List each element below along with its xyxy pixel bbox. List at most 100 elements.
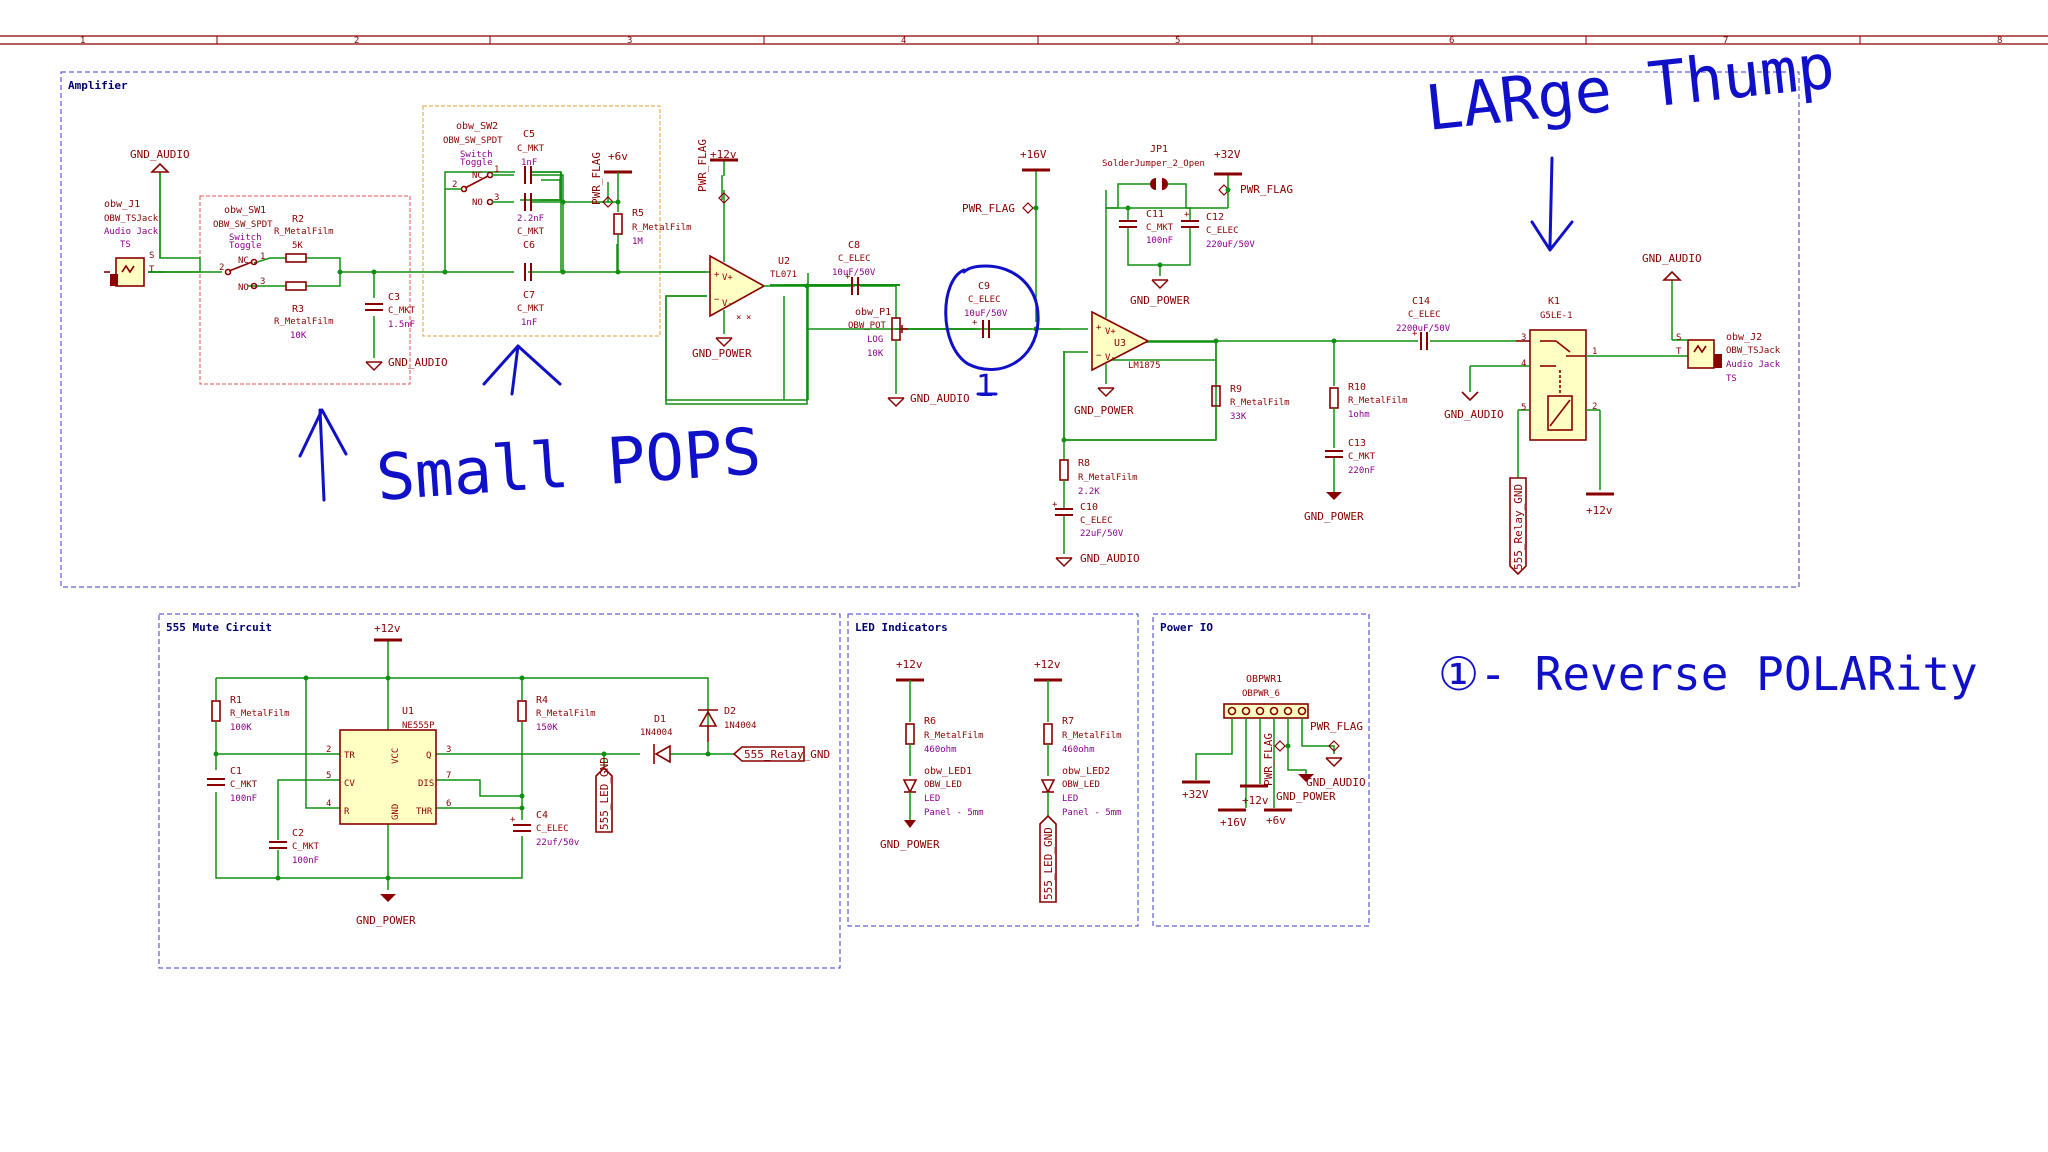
svg-text:−: − bbox=[1096, 351, 1102, 361]
jp1-ref: JP1 bbox=[1150, 144, 1168, 155]
k1-gnd-audio-label: GND_AUDIO bbox=[1444, 408, 1504, 421]
j2-audio-jack[interactable]: GND_AUDIO obw_J2 OBW_TSJack Audio Jack T… bbox=[1642, 252, 1781, 384]
p1-gnd-label: GND_AUDIO bbox=[910, 392, 970, 405]
ink-reverse-polarity-note: ①- Reverse POLARity bbox=[1438, 647, 1978, 701]
sw2-value: OBW_SW_SPDT bbox=[443, 136, 503, 146]
c4-capacitor[interactable]: + C4 C_ELEC 22uf/50v bbox=[510, 810, 579, 848]
c6-ref: C6 bbox=[523, 240, 535, 251]
r1-ref: R1 bbox=[230, 695, 242, 706]
gnd-power-u1: GND_POWER bbox=[356, 894, 416, 927]
c5-capacitor[interactable]: C5 C_MKT 1nF bbox=[517, 129, 564, 272]
r3-ref: R3 bbox=[292, 304, 304, 315]
svg-text:V-: V- bbox=[1105, 353, 1116, 363]
svg-text:+: + bbox=[1052, 500, 1058, 510]
j2-type: TS bbox=[1726, 374, 1737, 384]
obpwr-gnd-power-label: GND_POWER bbox=[1276, 790, 1336, 803]
power-section-title: Power IO bbox=[1160, 621, 1213, 634]
plus12-u1: +12v bbox=[372, 622, 404, 642]
r4-resistor[interactable]: R4 R_MetalFilm 150K bbox=[517, 695, 596, 733]
k1-plus12-label: +12v bbox=[1586, 504, 1613, 517]
c8-capacitor[interactable]: + C8 C_ELEC 10uF/50V bbox=[807, 240, 876, 296]
c3-capacitor[interactable]: C3 C_MKT 1.5nF GND_AUDIO bbox=[364, 292, 448, 371]
u1-555-timer[interactable]: TR CV R VCC GND Q DIS THR U1 NE555P 2 5 … bbox=[326, 706, 451, 825]
j1-audio-jack[interactable]: obw_J1 OBW_TSJack Audio Jack TS S T bbox=[104, 199, 159, 287]
c14-capacitor[interactable]: + C14 C_ELEC 2200uF/50V bbox=[1396, 296, 1516, 351]
svg-text:2: 2 bbox=[326, 745, 331, 755]
svg-text:6: 6 bbox=[446, 799, 451, 809]
led2-size: Panel - 5mm bbox=[1062, 808, 1122, 818]
sw2-pin2: 2 bbox=[452, 180, 457, 190]
sw1-switch[interactable]: obw_SW1 OBW_SW_SPDT Switch Toggle NC NO … bbox=[213, 205, 273, 293]
ink-c9-circle: 1 bbox=[944, 264, 1040, 404]
c10-capacitor[interactable]: + C10 C_ELEC 22uF/50V GND_AUDIO bbox=[1052, 500, 1140, 567]
c9-capacitor[interactable]: + C9 C_ELEC 10uF/50V bbox=[908, 281, 1036, 339]
led-gnd-global-label-mute: 555_LED_GND bbox=[595, 757, 613, 833]
u3-power-amp[interactable]: + − V+ V- U3 LM1875 GND_POWER bbox=[1036, 190, 1218, 440]
c7-capacitor[interactable]: C7 C_MKT 1nF bbox=[517, 262, 545, 328]
pwr-flag-label: PWR_FLAG bbox=[590, 152, 603, 205]
r6-resistor[interactable]: R6 R_MetalFilm 460ohm bbox=[924, 716, 984, 755]
j1-pin-t: T bbox=[149, 265, 155, 275]
r5-resistor[interactable]: R5 R_MetalFilm 1M bbox=[563, 176, 692, 272]
obpwr-pwr-flag-vertical: PWR_FLAG bbox=[1262, 733, 1275, 786]
c11-capacitor[interactable]: C11 C_MKT 100nF GND_POWER bbox=[1106, 207, 1191, 307]
r1-resistor[interactable]: R1 R_MetalFilm 100K bbox=[211, 695, 290, 733]
j1-desc: Audio Jack bbox=[104, 227, 159, 237]
c13-value: C_MKT bbox=[1348, 452, 1376, 462]
r7-resistor[interactable]: R7 R_MetalFilm 460ohm bbox=[1062, 716, 1122, 755]
r1-value: R_MetalFilm bbox=[230, 709, 290, 719]
j2-ref: obw_J2 bbox=[1726, 332, 1762, 343]
sheet-frame: 1 2 3 4 5 6 7 8 bbox=[0, 35, 2048, 46]
obpwr1-connector[interactable]: OBPWR1 OBPWR_6 +32V +16V +12v +6v GND_PO… bbox=[1180, 674, 1366, 829]
c11-value: C_MKT bbox=[1146, 223, 1174, 233]
j1-ref: obw_J1 bbox=[104, 199, 140, 210]
c1-capacitor[interactable]: C1 C_MKT 100nF bbox=[206, 766, 258, 804]
jp1-solder-jumper[interactable]: JP1 SolderJumper_2_Open bbox=[1102, 144, 1205, 209]
led1-gnd-label: GND_POWER bbox=[880, 838, 940, 851]
r2-resistance: 5K bbox=[292, 241, 303, 251]
led2-ref: obw_LED2 bbox=[1062, 766, 1110, 777]
c12-capacitance: 220uF/50V bbox=[1206, 240, 1255, 250]
led1-plus12-label: +12v bbox=[896, 658, 923, 671]
r10-value: R_MetalFilm bbox=[1348, 396, 1408, 406]
r8-resistor[interactable]: R8 R_MetalFilm 2.2K bbox=[1059, 440, 1138, 508]
column-label: 1 bbox=[80, 36, 85, 46]
svg-text:5: 5 bbox=[1521, 403, 1526, 413]
plus16-label: +16V bbox=[1020, 148, 1047, 161]
c6-capacitor[interactable]: 2.2nF C_MKT C6 bbox=[517, 192, 563, 251]
u2-gnd-power-label: GND_POWER bbox=[692, 347, 752, 360]
k1-relay[interactable]: K1 G5LE-1 3 4 5 1 2 GND_AUDIO +12v bbox=[1444, 296, 1688, 517]
ink-arrow-small-pops-left bbox=[298, 408, 348, 502]
led-section-title: LED Indicators bbox=[855, 621, 948, 634]
c13-capacitor[interactable]: C13 C_MKT 220nF GND_POWER bbox=[1304, 438, 1376, 523]
led1-indicator[interactable]: obw_LED1 OBW_LED LED Panel - 5mm bbox=[924, 766, 984, 818]
plus32-power: +32V PWR_FLAG bbox=[1186, 148, 1293, 209]
c2-capacitance: 100nF bbox=[292, 856, 319, 866]
sw2-switch[interactable]: obw_SW2 OBW_SW_SPDT Switch Toggle NC NO … bbox=[443, 121, 514, 208]
c3-value: C_MKT bbox=[388, 306, 416, 316]
sw1-pin3: 3 bbox=[260, 277, 265, 287]
r5-value: R_MetalFilm bbox=[632, 223, 692, 233]
c13-gnd-label: GND_POWER bbox=[1304, 510, 1364, 523]
r10-resistor[interactable]: R10 R_MetalFilm 1ohm bbox=[1216, 340, 1418, 448]
u2-opamp[interactable]: + − V+ V- × × U2 TL071 GND_POWER bbox=[660, 200, 808, 405]
r5-resistance: 1M bbox=[632, 237, 643, 247]
u1-ref: U1 bbox=[402, 706, 414, 717]
p1-potentiometer[interactable]: obw_P1 OBW_POT LOG 10K GND_AUDIO bbox=[848, 285, 970, 407]
r3-resistor[interactable]: R3 R_MetalFilm 10K bbox=[274, 281, 334, 341]
led2-indicator[interactable]: obw_LED2 OBW_LED LED Panel - 5mm bbox=[1062, 766, 1122, 818]
plus32-pwr-flag-label: PWR_FLAG bbox=[1240, 183, 1293, 196]
d1-diode[interactable]: D1 1N4004 bbox=[640, 714, 673, 764]
c2-capacitor[interactable]: C2 C_MKT 100nF bbox=[268, 828, 320, 866]
c6-value: C_MKT bbox=[517, 227, 545, 237]
u3-value: LM1875 bbox=[1128, 361, 1161, 371]
c10-gnd-label: GND_AUDIO bbox=[1080, 552, 1140, 565]
d2-diode[interactable]: D2 1N4004 bbox=[698, 706, 757, 742]
r2-resistor[interactable]: R2 R_MetalFilm 5K bbox=[274, 214, 334, 263]
c12-capacitor[interactable]: + C12 C_ELEC 220uF/50V bbox=[1180, 210, 1255, 250]
svg-text:V+: V+ bbox=[722, 273, 733, 283]
u3-gnd-power-label: GND_POWER bbox=[1074, 404, 1134, 417]
led-channel-1: +12v GND_POWER bbox=[880, 658, 940, 851]
svg-text:555_Relay_GND: 555_Relay_GND bbox=[744, 748, 830, 761]
r9-resistor[interactable]: R9 R_MetalFilm 33K bbox=[1064, 341, 1290, 441]
